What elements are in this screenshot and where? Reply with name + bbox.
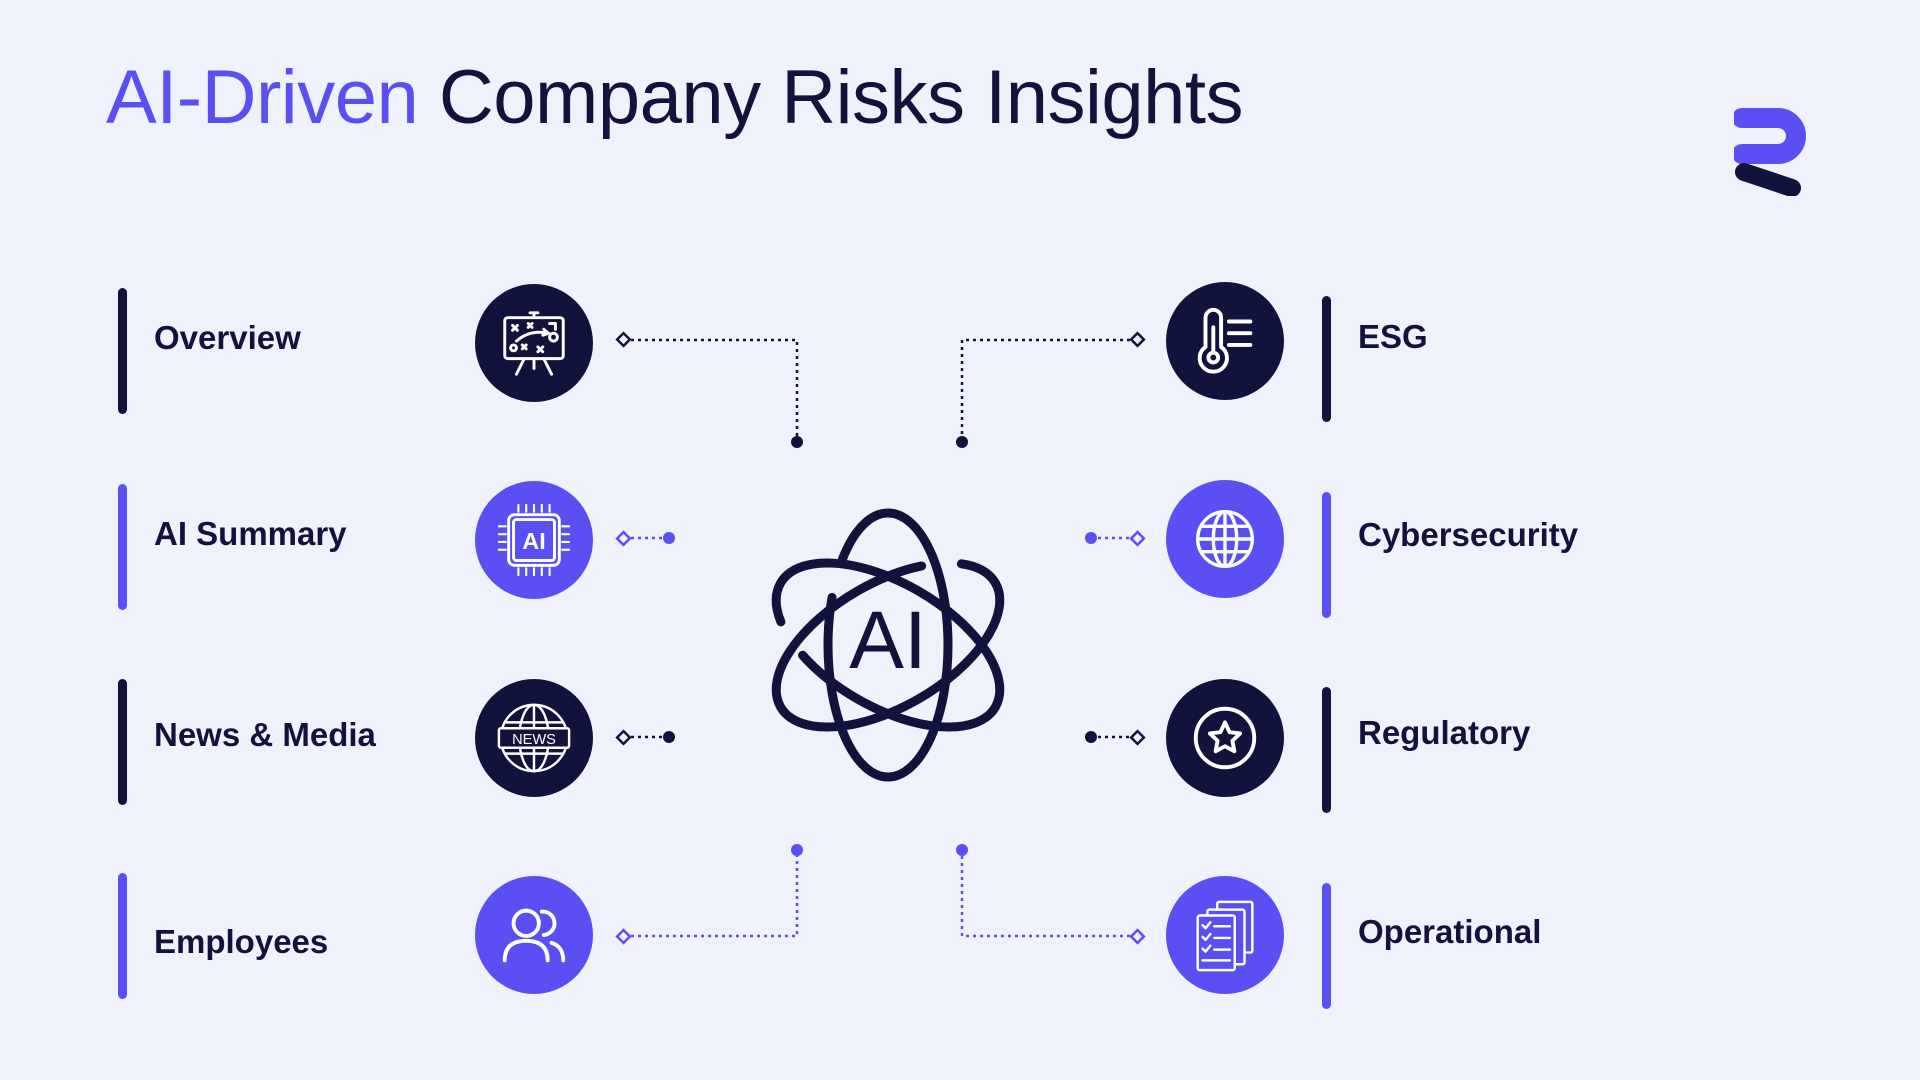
- right-bar-cybersecurity: [1322, 492, 1331, 618]
- right-bar-operational: [1322, 883, 1331, 1009]
- ai-chip-icon[interactable]: AI: [475, 481, 593, 599]
- label-ai-summary: AI Summary: [154, 515, 347, 552]
- strategy-board-icon[interactable]: [475, 284, 593, 402]
- documents-checklist-icon[interactable]: [1166, 876, 1284, 994]
- ai-atom-icon: AI: [771, 508, 1005, 782]
- right-bar-regulatory: [1322, 687, 1331, 813]
- label-overview: Overview: [154, 319, 301, 356]
- users-icon[interactable]: [475, 876, 593, 994]
- label-operational: Operational: [1358, 913, 1542, 950]
- label-news-media: News & Media: [154, 716, 376, 753]
- label-esg: ESG: [1358, 318, 1428, 355]
- right-bar-esg: [1322, 296, 1331, 422]
- star-badge-icon[interactable]: [1166, 679, 1284, 797]
- brand-logo-icon: [1734, 108, 1806, 196]
- label-cybersecurity: Cybersecurity: [1358, 516, 1579, 553]
- center-ai-text: AI: [849, 595, 926, 686]
- globe-icon[interactable]: [1166, 480, 1284, 598]
- left-bar-employees: [118, 873, 127, 999]
- title-rest: Company Risks Insights: [438, 55, 1244, 140]
- page-title: AI-Driven Company Risks Insights: [106, 54, 1244, 141]
- left-bar-overview: [118, 288, 127, 414]
- left-bar-news-media: [118, 679, 127, 805]
- news-icon-text: NEWS: [512, 732, 556, 748]
- news-globe-icon[interactable]: NEWS: [475, 679, 593, 797]
- ai-chip-text: AI: [522, 528, 545, 554]
- label-regulatory: Regulatory: [1358, 714, 1531, 751]
- title-accent: AI-Driven: [106, 55, 419, 140]
- thermometer-icon[interactable]: [1166, 282, 1284, 400]
- left-bar-ai-summary: [118, 484, 127, 610]
- label-employees: Employees: [154, 923, 329, 960]
